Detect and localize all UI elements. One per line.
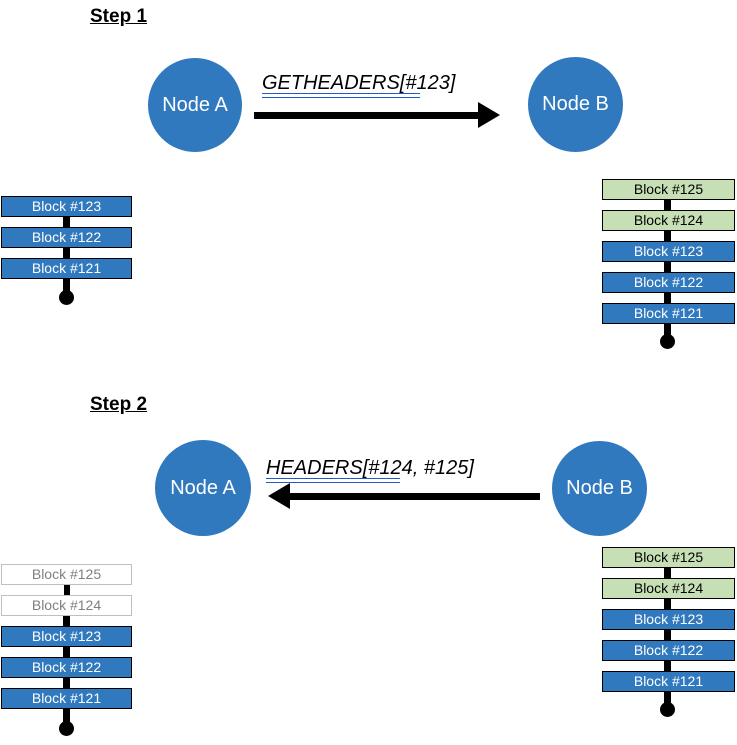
chain-tail xyxy=(664,686,671,708)
chain-terminator-dot xyxy=(660,702,675,717)
step-1-node-a[interactable]: Node A xyxy=(148,58,242,152)
block-item[interactable]: Block #124 xyxy=(1,595,132,616)
chain-link xyxy=(64,584,70,596)
chain-link xyxy=(63,237,70,265)
step-2-arrow-head-left-icon xyxy=(268,483,290,509)
chain-link xyxy=(664,250,671,276)
block-item[interactable]: Block #125 xyxy=(602,547,735,568)
chain-link xyxy=(664,587,671,613)
block-item[interactable]: Block #122 xyxy=(1,227,132,248)
block-item[interactable]: Block #123 xyxy=(602,609,735,630)
step-2-spellcheck-underline xyxy=(266,478,400,483)
chain-link xyxy=(664,649,671,675)
block-item[interactable]: Block #124 xyxy=(602,210,735,231)
step-1-spellcheck-underline xyxy=(262,93,420,98)
step-1-node-a-label: Node A xyxy=(162,93,228,116)
step-1-title: Step 1 xyxy=(90,6,148,27)
block-item[interactable]: Block #121 xyxy=(602,303,735,324)
step-1-arrow-head-right-icon xyxy=(478,102,500,128)
step-2-arrow-shaft xyxy=(290,493,540,500)
block-item[interactable]: Block #125 xyxy=(1,564,132,585)
chain-tail xyxy=(664,318,671,340)
block-item[interactable]: Block #123 xyxy=(602,241,735,262)
step-2-node-b[interactable]: Node B xyxy=(552,441,647,536)
chain-link xyxy=(664,219,671,245)
chain-tail xyxy=(63,700,70,728)
chain-link xyxy=(664,188,671,214)
chain-link xyxy=(664,281,671,307)
step-1-node-b[interactable]: Node B xyxy=(528,57,623,152)
step-2-node-a[interactable]: Node A xyxy=(155,440,251,536)
block-item[interactable]: Block #122 xyxy=(602,272,735,293)
chain-terminator-dot xyxy=(660,334,675,349)
step-2-title: Step 2 xyxy=(90,394,148,415)
step-2-node-b-label: Node B xyxy=(566,477,633,499)
step-1-arrow-shaft xyxy=(254,112,480,119)
chain-terminator-dot xyxy=(59,721,74,736)
chain-link xyxy=(63,206,70,234)
block-item[interactable]: Block #125 xyxy=(602,179,735,200)
chain-link xyxy=(664,618,671,644)
chain-link xyxy=(664,556,671,582)
block-item[interactable]: Block #123 xyxy=(1,196,132,217)
step-1-node-b-label: Node B xyxy=(542,93,609,115)
chain-tail xyxy=(63,275,70,297)
block-item[interactable]: Block #121 xyxy=(1,258,132,279)
block-item[interactable]: Block #121 xyxy=(602,671,735,692)
step-2-message-label: HEADERS[#124, #125] xyxy=(266,457,474,479)
chain-terminator-dot xyxy=(59,290,74,305)
step-1-message-label: GETHEADERS[#123] xyxy=(262,72,456,94)
block-item[interactable]: Block #122 xyxy=(1,657,132,678)
step-2-node-a-label: Node A xyxy=(170,476,236,499)
block-item[interactable]: Block #122 xyxy=(602,640,735,661)
block-item[interactable]: Block #121 xyxy=(1,688,132,709)
block-item[interactable]: Block #123 xyxy=(1,626,132,647)
block-item[interactable]: Block #124 xyxy=(602,578,735,599)
